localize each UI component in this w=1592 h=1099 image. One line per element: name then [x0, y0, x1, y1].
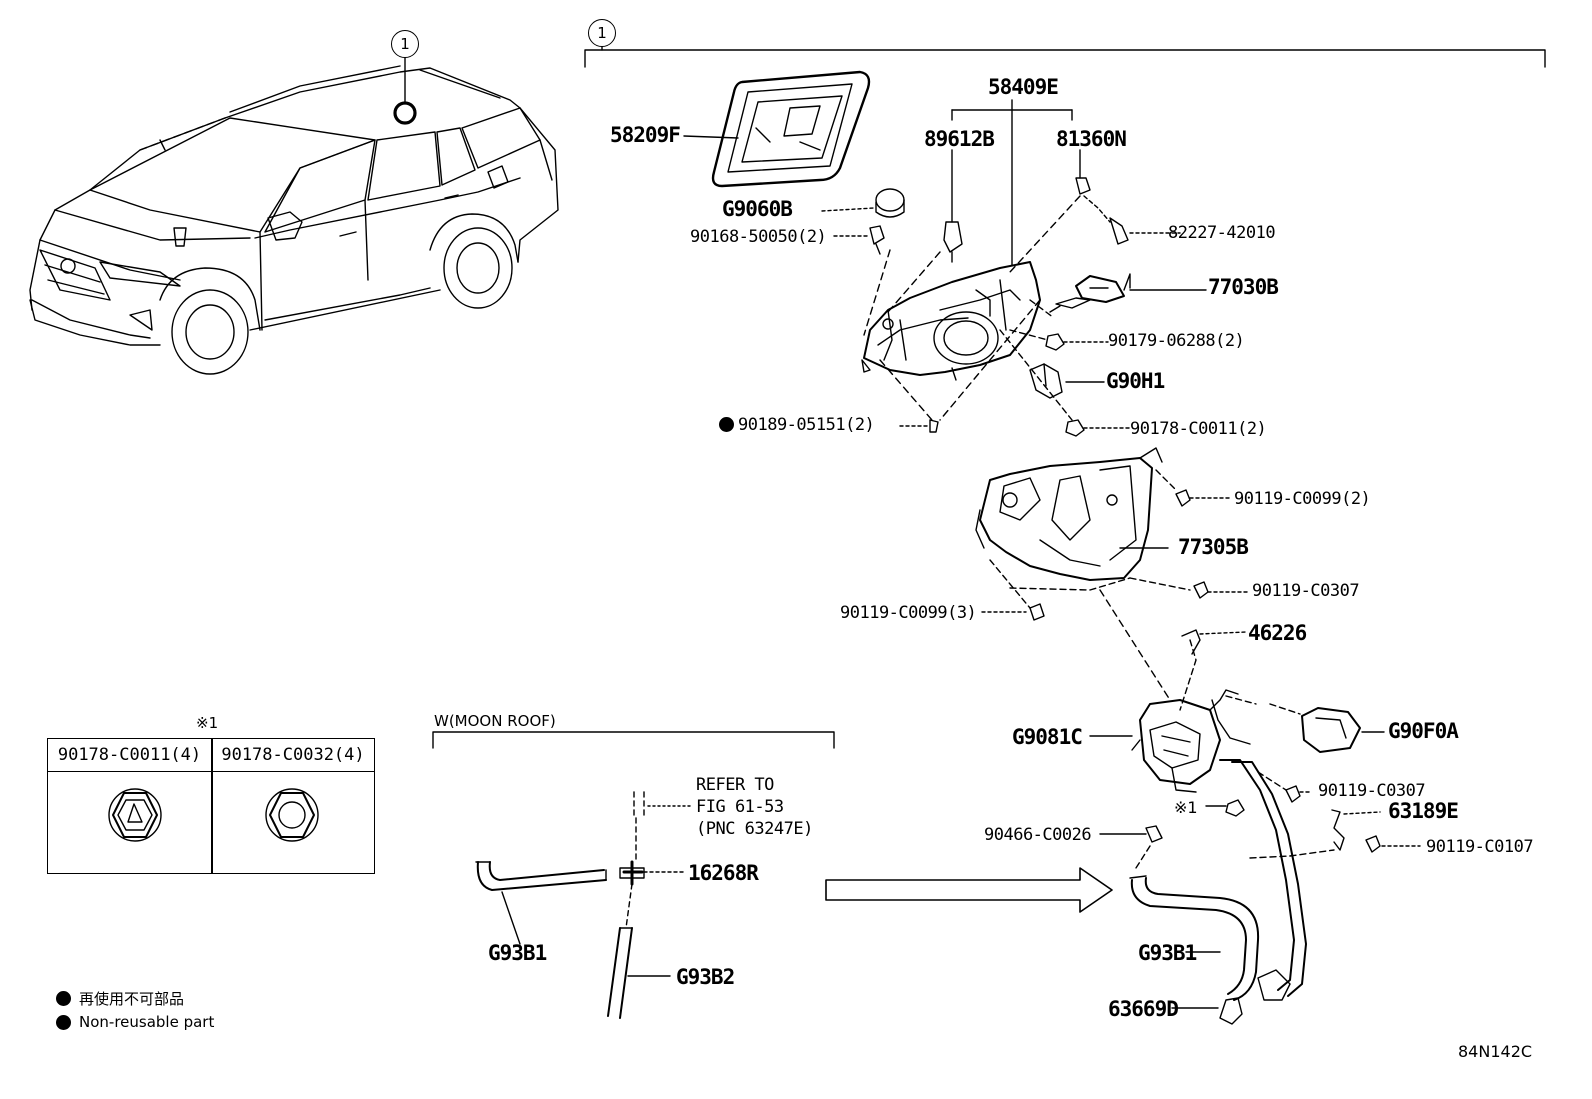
- vehicle-illustration: [29, 54, 559, 375]
- part-label-90119-C0099-3: 90119-C0099(3): [840, 603, 977, 623]
- non-reusable-marker: [719, 417, 734, 432]
- hardware-cluster: [999, 329, 1131, 437]
- part-label-90119-C0307-b: 90119-C0307: [1318, 781, 1426, 801]
- part-label-90178-C0011: 90178-C0011(2): [1130, 419, 1267, 439]
- part-label-90189-05151: 90189-05151(2): [738, 415, 875, 435]
- actuator-77030B: [1029, 273, 1207, 319]
- figure-code: 84N142C: [1458, 1042, 1533, 1061]
- direction-arrow: [825, 867, 1113, 913]
- part-label-63669D: 63669D: [1108, 997, 1179, 1021]
- nut-table-header-1: 90178-C0011(4): [48, 739, 211, 772]
- part-label-G9081C: G9081C: [1012, 725, 1083, 749]
- bracket-77305B: [975, 447, 1251, 621]
- part-label-16268R: 16268R: [688, 861, 759, 885]
- cap-G9060B: [821, 188, 905, 218]
- part-label-81360N: 81360N: [1056, 127, 1127, 151]
- refer-line-2: FIG 61-53: [696, 797, 784, 817]
- part-label-G93B1-right: G93B1: [1138, 941, 1197, 965]
- refer-line-3: (PNC 63247E): [696, 819, 813, 839]
- part-label-note-1: ※1: [1174, 798, 1198, 817]
- part-label-90119-C0099-2: 90119-C0099(2): [1234, 489, 1371, 509]
- legend-dot-icon: [56, 1014, 71, 1030]
- part-label-90179-06288: 90179-06288(2): [1108, 331, 1245, 351]
- part-label-G9060B: G9060B: [722, 197, 793, 221]
- part-label-82227-42010: 82227-42010: [1168, 223, 1276, 243]
- moonroof-title: W(MOON ROOF): [434, 712, 556, 730]
- nut-table-note: ※1: [196, 714, 219, 732]
- part-label-G93B2: G93B2: [676, 965, 735, 989]
- nut-table-divider: [211, 739, 213, 873]
- part-label-90466-C0026: 90466-C0026: [984, 825, 1092, 845]
- part-label-G90H1: G90H1: [1106, 369, 1165, 393]
- nut-table: 90178-C0011(4) 90178-C0032(4): [47, 738, 375, 874]
- legend-jp-text: 再使用不可部品: [79, 990, 185, 1008]
- part-label-58209F: 58209F: [610, 123, 681, 147]
- moonroof-subsection: [432, 731, 835, 1019]
- part-label-90119-C0307-a: 90119-C0307: [1252, 581, 1360, 601]
- nut-icons: [108, 788, 319, 842]
- part-label-90119-C0107: 90119-C0107: [1426, 837, 1534, 857]
- housing-58409E: [173, 99, 1181, 433]
- part-label-77030B: 77030B: [1208, 275, 1279, 299]
- part-label-89612B: 89612B: [924, 127, 995, 151]
- fuel-lid-58209F: [683, 70, 871, 188]
- part-label-46226: 46226: [1248, 621, 1307, 645]
- part-label-77305B: 77305B: [1178, 535, 1249, 559]
- legend-jp: 再使用不可部品: [56, 988, 184, 1009]
- part-label-58409E: 58409E: [988, 75, 1059, 99]
- nut-table-header-2: 90178-C0032(4): [212, 739, 374, 772]
- legend-en-text: Non-reusable part: [79, 1013, 215, 1031]
- part-label-G93B1-left: G93B1: [488, 941, 547, 965]
- vehicle-callout: 1: [391, 30, 419, 58]
- lock-mechanism-G9081C: [1089, 589, 1421, 1025]
- legend-en: Non-reusable part: [56, 1013, 214, 1031]
- legend-dot-icon: [56, 991, 71, 1006]
- assembly-callout: 1: [588, 19, 616, 47]
- part-label-63189E: 63189E: [1388, 799, 1459, 823]
- part-label-G90F0A: G90F0A: [1388, 719, 1459, 743]
- assembly-bracket-line: [584, 43, 1546, 68]
- part-label-90168-50050: 90168-50050(2): [690, 227, 827, 247]
- refer-line-1: REFER TO: [696, 775, 774, 795]
